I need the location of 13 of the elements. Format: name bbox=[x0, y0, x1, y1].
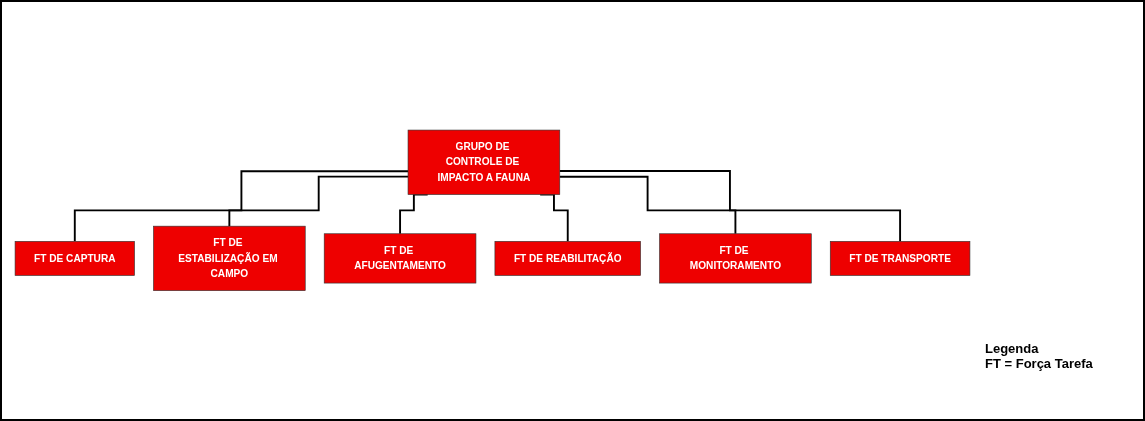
node-box: GRUPO DE CONTROLE DE IMPACTO A FAUNA bbox=[407, 129, 561, 195]
legend-note: Legenda bbox=[985, 341, 1040, 356]
node-box: FT DE ESTABILIZAÇÃO EM CAMPO bbox=[153, 226, 306, 292]
legend-note: FT = Força Tarefa bbox=[985, 356, 1094, 371]
connector bbox=[558, 170, 902, 243]
node-box: FT DE TRANSPORTE bbox=[829, 241, 971, 276]
connector bbox=[558, 176, 737, 235]
node-box: FT DE AFUGENTAMENTO bbox=[323, 233, 477, 284]
node-box: FT DE REABILITAÇÃO bbox=[494, 241, 641, 276]
node-box: FT DE MONITORAMENTO bbox=[659, 233, 812, 284]
connector bbox=[73, 170, 409, 243]
node-box: FT DE CAPTURA bbox=[14, 241, 135, 276]
connector bbox=[228, 175, 409, 228]
